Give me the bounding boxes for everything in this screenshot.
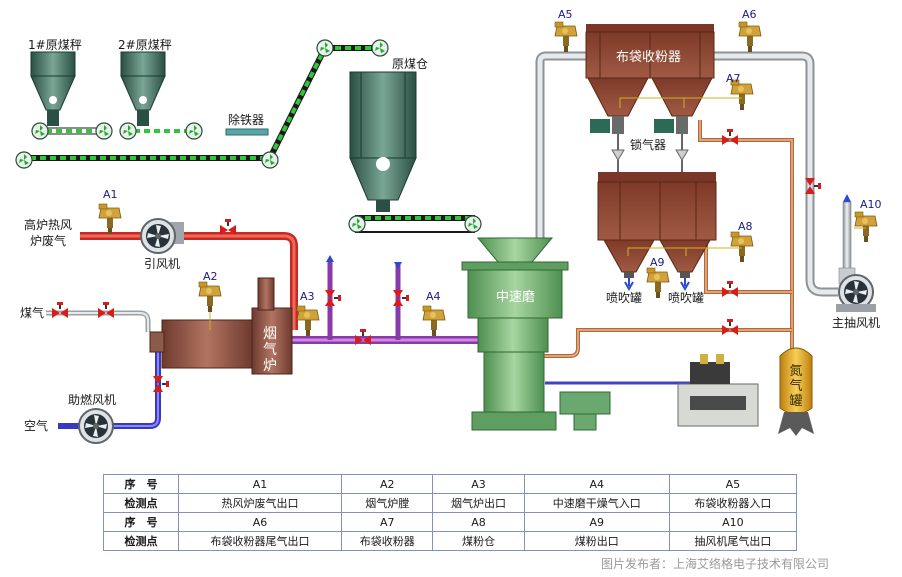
iron-remover-label: 除铁器 <box>228 113 265 127</box>
flue-gas-furnace <box>149 277 293 375</box>
table-cell: A7 <box>341 512 434 532</box>
nitrogen-tank-shape <box>778 347 814 436</box>
table-cell: 煤粉出口 <box>523 531 670 551</box>
table-cell: A9 <box>523 512 670 532</box>
baghouse <box>585 24 715 172</box>
table-cell: 烟气炉膛 <box>341 493 434 513</box>
table-cell: A4 <box>523 474 670 494</box>
table-row: 检测点 热风炉废气出口 烟气炉膛 烟气炉出口 中速磨干燥气入口 布袋收粉器入口 <box>103 493 798 513</box>
sensor-a8-tag: A8 <box>738 220 753 233</box>
sensor-a10-tag: A10 <box>860 198 882 211</box>
sensor-a2-tag: A2 <box>203 270 218 283</box>
raw-bin-label: 原煤仓 <box>392 57 429 71</box>
valve-coal-gas-2[interactable] <box>98 302 114 318</box>
table-header-cell: 检测点 <box>103 531 179 551</box>
table-header-cell: 序 号 <box>103 512 179 532</box>
coal-gas-label: 煤气 <box>20 306 45 320</box>
n2-tank-label: 氮气罐 <box>789 364 803 409</box>
sensor-a1-tag: A1 <box>103 188 118 201</box>
blast-gas-label-2: 炉废气 <box>30 234 67 248</box>
table-cell: 抽风机尾气出口 <box>668 531 798 551</box>
sensor-a3-icon <box>296 305 320 337</box>
iron-remover <box>225 128 269 136</box>
table-cell: A5 <box>668 474 798 494</box>
sensor-a3-tag: A3 <box>300 290 315 303</box>
table-cell: 中速磨干燥气入口 <box>523 493 670 513</box>
sensor-a8-icon <box>730 231 754 263</box>
air-label: 空气 <box>24 419 49 433</box>
valve-vent-2[interactable] <box>393 290 409 306</box>
table-cell: A6 <box>177 512 343 532</box>
induced-fan-label: 引风机 <box>144 257 181 271</box>
coal-scale-2 <box>120 51 166 126</box>
lock-valve-label: 锁气器 <box>630 138 667 152</box>
table-row: 检测点 布袋收粉器尾气出口 布袋收粉器 煤粉仓 煤粉出口 抽风机尾气出口 <box>103 531 798 551</box>
coal-scale-1 <box>30 51 76 126</box>
mill-label: 中速磨 <box>496 290 536 305</box>
spray-tank-1-label: 喷吹罐 <box>606 291 643 305</box>
sensor-a9-icon <box>646 267 670 299</box>
table-row: 序 号 A6 A7 A8 A9 A10 <box>103 512 798 532</box>
scale1-label: 1#原煤秤 <box>28 38 82 52</box>
valve-coal-gas-1[interactable] <box>52 302 68 318</box>
sensor-a7-tag: A7 <box>726 72 741 85</box>
table-cell: A10 <box>668 512 798 532</box>
sensor-a9-tag: A9 <box>650 256 665 269</box>
table-cell: 布袋收粉器入口 <box>668 493 798 513</box>
spray-tank-2-label: 喷吹罐 <box>668 291 705 305</box>
induced-fan-shape <box>140 218 184 254</box>
medium-speed-mill <box>461 237 611 431</box>
sensor-a2-icon <box>198 281 222 313</box>
raw-coal-bin <box>349 71 417 212</box>
sensor-a1-icon <box>98 203 122 235</box>
image-credit: 图片发布者：上海艾络格电子技术有限公司 <box>601 557 830 571</box>
sensor-a4-icon <box>422 305 446 337</box>
sensor-a10-icon <box>854 211 878 243</box>
table-header-cell: 检测点 <box>103 493 179 513</box>
valve-exhaust-2[interactable] <box>722 281 738 297</box>
table-cell: 布袋收粉器尾气出口 <box>177 531 343 551</box>
baghouse-label: 布袋收粉器 <box>616 50 682 65</box>
combustion-fan-shape <box>78 408 114 444</box>
comb-fan-label: 助燃风机 <box>68 393 117 407</box>
coal-powder-bin <box>597 172 717 292</box>
sensor-a6-tag: A6 <box>742 8 757 21</box>
table-cell: 煤粉仓 <box>432 531 525 551</box>
table-cell: 热风炉废气出口 <box>177 493 343 513</box>
valve-vent-1[interactable] <box>325 290 341 306</box>
table-cell: A3 <box>432 474 525 494</box>
valve-exhaust-1[interactable] <box>722 129 738 145</box>
valve-exhaust-3[interactable] <box>722 319 738 335</box>
measurement-point-table: 序 号 A1 A2 A3 A4 A5 检测点 热风炉废气出口 烟气炉膛 烟气炉出… <box>103 474 798 551</box>
sensor-a5-icon <box>554 21 578 53</box>
belt-conveyors <box>15 39 482 233</box>
table-cell: 布袋收粉器 <box>341 531 434 551</box>
main-fan-label: 主抽风机 <box>832 316 881 330</box>
sensor-a6-icon <box>738 21 762 53</box>
scale2-label: 2#原煤秤 <box>118 38 172 52</box>
table-cell: A2 <box>341 474 434 494</box>
table-header-cell: 序 号 <box>103 474 179 494</box>
main-fan-shape <box>836 274 876 312</box>
sensor-a4-tag: A4 <box>426 290 441 303</box>
flue-furnace-label: 烟气炉 <box>263 326 277 374</box>
sensor-a5-tag: A5 <box>558 8 573 21</box>
table-cell: A8 <box>432 512 525 532</box>
lubrication-station <box>677 354 759 427</box>
table-cell: 烟气炉出口 <box>432 493 525 513</box>
table-row: 序 号 A1 A2 A3 A4 A5 <box>103 474 798 494</box>
table-cell: A1 <box>177 474 343 494</box>
blast-gas-label-1: 高炉热风 <box>24 218 73 232</box>
